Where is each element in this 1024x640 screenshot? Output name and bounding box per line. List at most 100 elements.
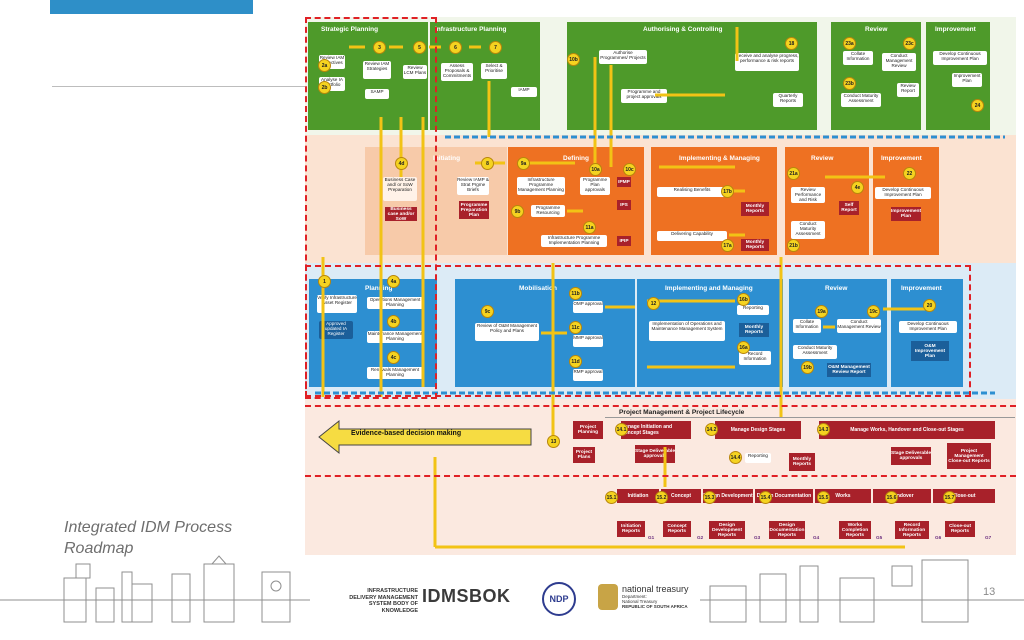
badge-17b: 17b [721,185,734,198]
caption-line-1: Integrated IDM Process [64,519,233,536]
badge-23c: 23c [903,37,916,50]
badge-3: 3 [373,41,386,54]
badge-19a: 19a [815,305,828,318]
badge-14-3: 14.3 [817,423,830,436]
orange-improvement-plan: Improvement Plan [890,207,922,221]
quarterly-reports: Quarterly Reports [773,93,803,107]
review-iamp-briefs: Review IAMP & Strat Prgme Briefs [457,177,489,195]
record-information: Record Information [739,351,771,365]
badge-16b: 16b [737,293,750,306]
blue-reporting: Reporting [737,305,769,315]
programme-approvals: Programme and project approvals [621,89,667,103]
ndp-text: NDP [549,594,569,604]
om-review-report: O&M Management Review Report [827,363,871,377]
review-lcm-plans: Review LCM Plans [403,65,427,79]
slide-caption: Integrated IDM Process Roadmap [64,517,264,559]
badge-15-5: 15.5 [817,491,830,504]
approved-ia-register: Approved updated IA Register [319,321,353,339]
blue-implementing-label: Implementing and Managing [665,285,753,292]
strategic-planning-label: Strategic Planning [321,26,379,33]
badge-4d: 4d [395,157,408,170]
evidence-arrow [318,419,532,455]
rmp-approval: RMP approval [573,369,603,381]
green-conduct-maturity: Conduct Maturity Assessment [841,93,881,107]
gate-g3: G3 [754,535,761,540]
blue-develop-continuous: Develop Continuous Improvement Plan [899,321,957,333]
manage-design-ribbon: Manage Design Stages [715,421,801,439]
dashed-separator-2 [305,475,1016,477]
coat-of-arms-icon [598,584,618,610]
green-improvement-plan: Improvement Plan [952,73,982,87]
ndp-logo: NDP [542,582,576,616]
samp-output: SAMP [365,89,389,99]
defining-label: Defining [563,155,589,162]
badge-11b: 11b [569,287,582,300]
gate-g1: G1 [648,535,655,540]
badge-9c: 9c [481,305,494,318]
project-reporting: Reporting [745,453,771,463]
badge-11d: 11d [569,355,582,368]
authorising-label: Authorising & Controlling [643,26,723,33]
badge-10b: 10b [567,53,580,66]
badge-4b: 4b [387,315,400,328]
gate-g5: G5 [876,535,883,540]
manage-initiation-ribbon: Manage Initiation and Concept Stages [621,421,691,439]
treasury-sub-3: REPUBLIC OF SOUTH AFRICA [622,604,688,609]
blue-conduct-management-review: Conduct Management Review [837,319,881,333]
business-case-preparation: Business Case and/ or SoW Preparation [383,177,417,201]
dashed-blue-row [305,265,971,397]
badge-19b: 19b [801,361,814,374]
accent-bar [50,0,253,14]
badge-4c: 4c [387,351,400,364]
badge-24: 24 [971,99,984,112]
receive-analyse-reports: Receive and analyse progress, performanc… [735,53,799,71]
realising-benefits: Realising Benefits [657,187,727,197]
orange-monthly-reports-b: Monthly Reports [741,239,769,251]
orange-implementing-label: Implementing & Managing [679,155,760,162]
gate-g6: G6 [935,535,942,540]
authorise-programmes: Authorise Programmes/ Projects [599,50,647,64]
blue-monthly-reports: Monthly Reports [739,323,769,337]
planning-label: Planning [365,285,393,292]
orange-improvement-label: Improvement [881,155,922,162]
idmsbok-wordmark: IDMSBOK [422,586,511,606]
green-conduct-management-review: Conduct Management Review [882,53,916,71]
idms-line-2: DELIVERY MANAGEMENT [349,594,418,601]
badge-10c: 10c [623,163,636,176]
gate-g7: G7 [985,535,992,540]
treasury-sub-1: Department: [622,594,647,599]
blue-collate-information: Collate Information [793,319,821,333]
treasury-title: national treasury [622,584,689,594]
idms-logo-text: INFRASTRUCTURE DELIVERY MANAGEMENT SYSTE… [334,588,418,614]
omp-approval: OMP approval [573,301,603,313]
dashed-separator-1 [305,405,1016,407]
infra-programme-planning: Infrastructure Programme Management Plan… [517,177,565,195]
mobilisation-label: Mobilisation [519,285,557,292]
badge-18: 18 [785,37,798,50]
badge-6: 6 [449,41,462,54]
project-lifecycle-title: Project Management & Project Lifecycle [619,409,745,416]
badge-14-1: 14.1 [615,423,628,436]
closeout-reports-box: Project Management Close-out Reports [947,443,991,469]
badge-7: 7 [489,41,502,54]
green-develop-continuous: Develop Continuous Improvement Plan [933,51,987,65]
badge-21a: 21a [787,167,800,180]
badge-22: 22 [903,167,916,180]
stage-initiation: Initiation [617,489,659,503]
idms-line-3: SYSTEM BODY OF KNOWLEDGE [368,601,418,614]
implementation-om-system: Implementation of Operations and Mainten… [649,321,725,341]
badge-17a: 17a [721,239,734,252]
verify-ia-register: Verify Infrastructure Asset Register [317,295,357,313]
badge-1: 1 [318,275,331,288]
badge-20: 20 [923,299,936,312]
badge-19c: 19c [867,305,880,318]
output-record-information: Record Information Reports [895,521,929,539]
blue-improvement-panel [891,279,963,387]
ipip-output: IPIP [617,236,631,246]
initiating-label: Initiating [433,155,461,162]
review-iam-strategies: Review IAM Strategies [363,61,391,79]
green-improvement-label: Improvement [935,26,976,33]
badge-5: 5 [413,41,426,54]
output-initiation: Initiation Reports [617,521,645,537]
badge-2b: 2b [318,81,331,94]
